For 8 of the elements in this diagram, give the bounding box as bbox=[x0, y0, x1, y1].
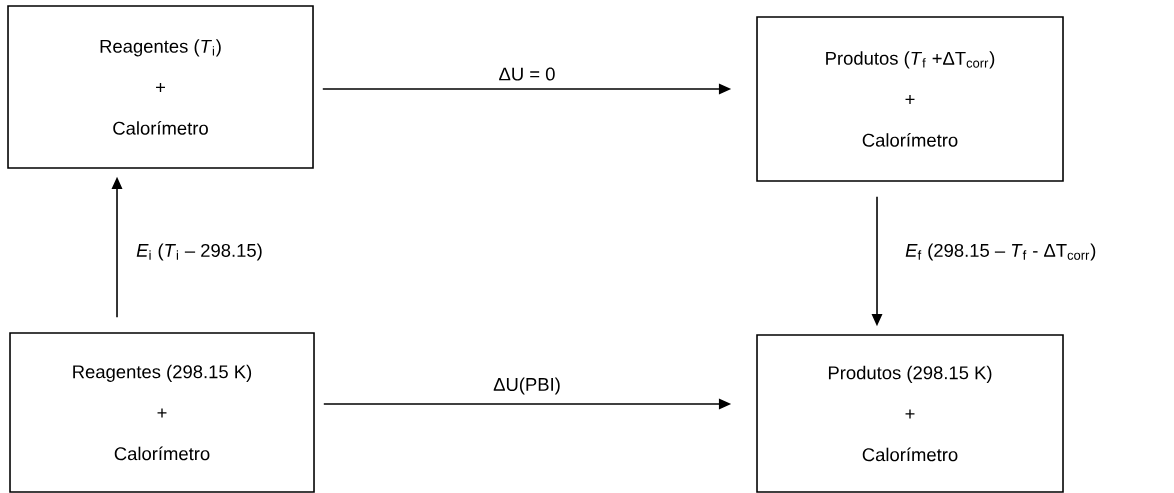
state-box: Produtos (298.15 K) + Calorímetro bbox=[756, 334, 1064, 493]
state-box: Reagentes (298.15 K) + Calorímetro bbox=[9, 332, 315, 493]
edge-label: E$_{i}$ (T$_{i}$ – 298.15) bbox=[134, 241, 265, 263]
edge-label: ΔU = 0 bbox=[496, 65, 558, 83]
state-box: Reagentes (T$_{i}$) + Calorímetro bbox=[7, 5, 314, 169]
edge-label: E$_{f}$ (298.15 – T$_{f}$ - ΔT$_{corr}$) bbox=[903, 241, 1099, 263]
edge-label: ΔU(PBI) bbox=[491, 375, 563, 397]
state-box: Produtos (T$_{f}$ +ΔT$_{corr}$) + Calorímetro bbox=[756, 16, 1064, 182]
